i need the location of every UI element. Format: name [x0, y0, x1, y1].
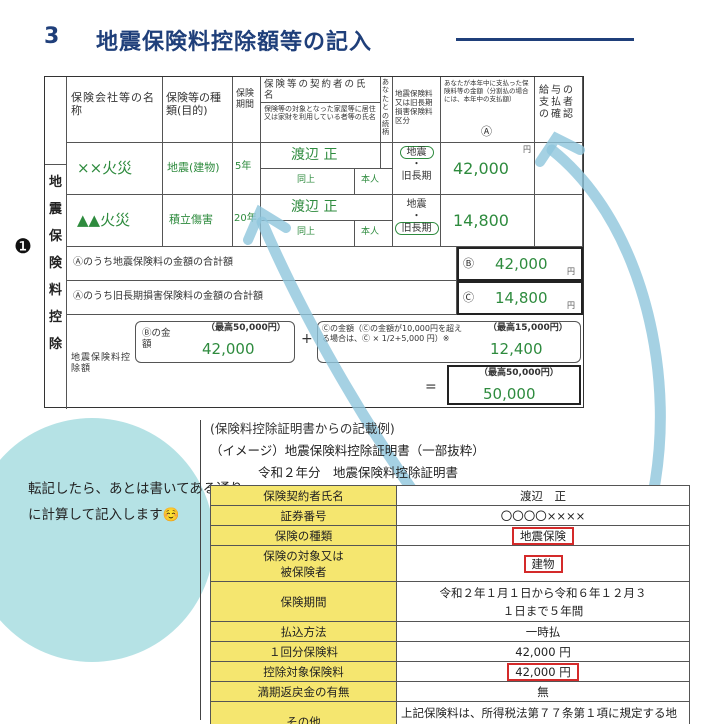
row1-amount: 42,000 円: [441, 143, 535, 195]
certificate-title: 令和２年分 地震保険料控除証明書: [258, 465, 459, 480]
row2-company: ▲▲火災: [67, 195, 163, 247]
c-amount-box: Ⓒの金額（Ⓒの金額が10,000円を超える場合は、Ⓒ × 1/2+5,000 円…: [317, 321, 581, 363]
table-row: その他上記保険料は、所得税法第７７条第１項に規定する地震保険料に該当するものです…: [210, 701, 690, 724]
b-amount-box: Ⓑの金額 （最高50,000円） 42,000: [135, 321, 295, 363]
col-category: 地震保険料又は旧長期損害保険料区分: [393, 77, 441, 143]
row2-category: 地震 ・ 旧長期: [393, 195, 441, 247]
total-value: 50,000: [483, 385, 536, 403]
row1-confirm: [535, 143, 583, 195]
highlight-box: 地震保険: [512, 526, 574, 545]
row1-relation: 本人: [355, 169, 393, 195]
sum-c-box: Ⓒ 14,800 円: [457, 281, 583, 315]
table-row: 証券番号〇〇〇〇××××: [210, 505, 690, 526]
calc-label: 地震保険料控除額: [71, 353, 132, 374]
highlight-box: 建物: [523, 554, 563, 573]
col-contractor-head: 保険等の契約者の氏名: [261, 77, 380, 103]
col-amount: あなたが本年中に支払った保険料等の金額（分割払の場合には、本年中の支払額） Ⓐ: [441, 77, 535, 143]
marker-badge: ❶: [14, 234, 32, 258]
certificate-subcaption: （イメージ）地震保険料控除証明書（一部抜粋）: [210, 443, 485, 458]
col-relation: あなたとの続柄: [381, 77, 393, 143]
certificate-caption: (保険料控除証明書からの記載例): [210, 421, 395, 436]
table-row: 保険の種類地震保険: [210, 525, 690, 546]
row1-period: 5年: [233, 143, 261, 195]
sum-c-label: Ⓐのうち旧長期損害保険料の金額の合計額: [67, 281, 457, 315]
comment-bubble: [0, 418, 214, 662]
sum-b-label: Ⓐのうち地震保険料の金額の合計額: [67, 247, 457, 281]
row1-insured: 同上: [261, 169, 355, 195]
row2-amount: 14,800: [441, 195, 535, 247]
col-amount-text: あなたが本年中に支払った保険料等の金額（分割払の場合には、本年中の支払額）: [444, 79, 529, 103]
col-contractor-sub: 保険等の対象となった家屋等に居住又は家財を利用している者等の氏名: [264, 105, 376, 122]
row2-relation: 本人: [355, 221, 393, 247]
col-amount-mark: Ⓐ: [481, 125, 492, 138]
row2-period: 20年: [233, 195, 261, 247]
row1-name: 渡辺 正: [261, 143, 381, 169]
table-row: 保険期間令和２年１月１日から令和６年１２月３１日まで５年間: [210, 581, 690, 622]
c-amount-value: 12,400: [490, 340, 543, 358]
row1-category: 地震 ・ 旧長期: [393, 143, 441, 195]
row2-name: 渡辺 正: [261, 195, 393, 221]
col-period: 保険期間: [233, 77, 261, 143]
col-type: 保険等の種類(目的): [163, 77, 233, 143]
col-contractor: 保険等の契約者の氏名 保険等の対象となった家屋等に居住又は家財を利用している者等…: [261, 77, 381, 143]
row2-type: 積立傷害: [163, 195, 233, 247]
row1-spacer: [381, 143, 393, 169]
row2-insured: 同上: [261, 221, 355, 247]
b-amount-value: 42,000: [202, 340, 255, 358]
comment-text: 転記したら、あとは書いてある通りに計算して記入します☺️: [28, 481, 244, 523]
row2-confirm: [535, 195, 583, 247]
certificate-rule: [200, 420, 201, 720]
table-row: 保険契約者氏名渡辺 正: [210, 485, 690, 506]
side-label: 地 震 保 険 料 控 除: [45, 165, 67, 409]
table-row: 払込方法一時払: [210, 621, 690, 642]
total-box: （最高50,000円） 50,000: [447, 365, 581, 405]
sum-b-box: Ⓑ 42,000 円: [457, 247, 583, 281]
calc-block: 地震保険料控除額 Ⓑの金額 （最高50,000円） 42,000 + Ⓒの金額（…: [67, 315, 583, 408]
col-company: 保険会社等の名称: [67, 77, 163, 143]
table-row: 保険の対象又は被保険者建物: [210, 545, 690, 582]
title-rule: [456, 38, 634, 41]
col-confirm: 給与の支払者の確認: [535, 77, 583, 143]
corner-cell: [45, 77, 67, 165]
section-number: 3: [44, 24, 60, 49]
section-title: 地震保険料控除額等の記入: [96, 30, 373, 55]
row1-company: ××火災: [67, 143, 163, 195]
sum-b-value: 42,000: [495, 255, 548, 273]
sum-c-value: 14,800: [495, 289, 548, 307]
row1-type: 地震(建物): [163, 143, 233, 195]
section-header: 3 地震保険料控除額等の記入: [44, 18, 644, 62]
highlight-box: 42,000 円: [507, 662, 579, 681]
table-row: 満期返戻金の有無無: [210, 681, 690, 702]
certificate-table: 保険契約者氏名渡辺 正 証券番号〇〇〇〇×××× 保険の種類地震保険 保険の対象…: [210, 485, 690, 724]
earthquake-deduction-form: 地 震 保 険 料 控 除 保険会社等の名称 保険等の種類(目的) 保険期間 保…: [44, 76, 584, 409]
